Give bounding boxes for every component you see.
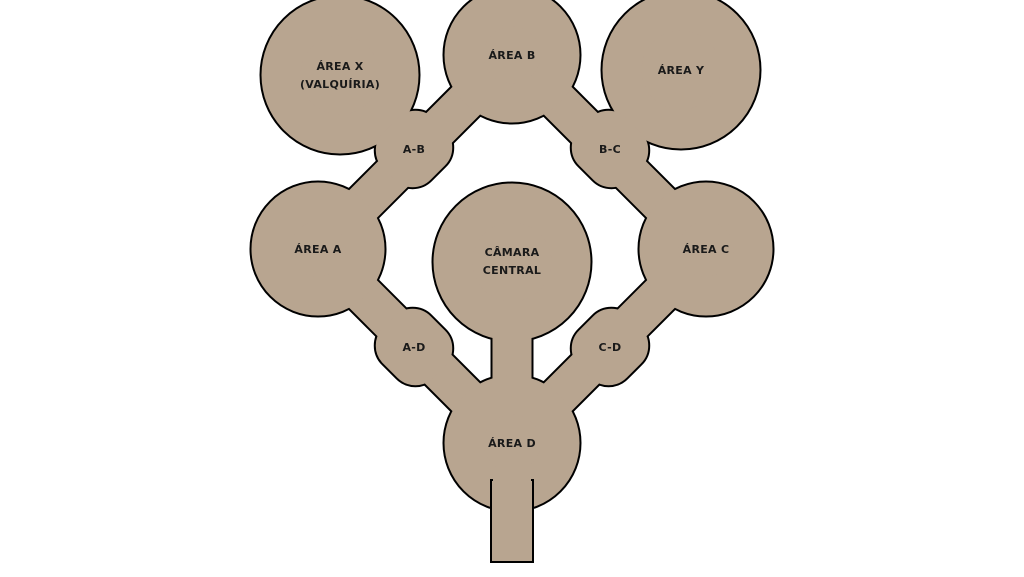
- area-x-label-line1: ÁREA X: [316, 60, 363, 73]
- area-y-label: ÁREA Y: [658, 64, 705, 77]
- area-x-label-line2: (VALQUÍRIA): [300, 78, 380, 91]
- connector-a-b-label: A-B: [403, 143, 425, 156]
- connector-a-d-label: A-D: [402, 341, 425, 354]
- corridor-exit: [490, 479, 534, 563]
- area-a-label: ÁREA A: [294, 243, 341, 256]
- area-c-label: ÁREA C: [683, 243, 730, 256]
- camara-central-label-line2: CENTRAL: [483, 264, 541, 277]
- area-d-label: ÁREA D: [488, 437, 536, 450]
- connector-c-d-label: C-D: [599, 341, 622, 354]
- area-b-label: ÁREA B: [488, 49, 535, 62]
- camara-central-label-line1: CÂMARA: [485, 246, 540, 259]
- connector-b-c-label: B-C: [599, 143, 621, 156]
